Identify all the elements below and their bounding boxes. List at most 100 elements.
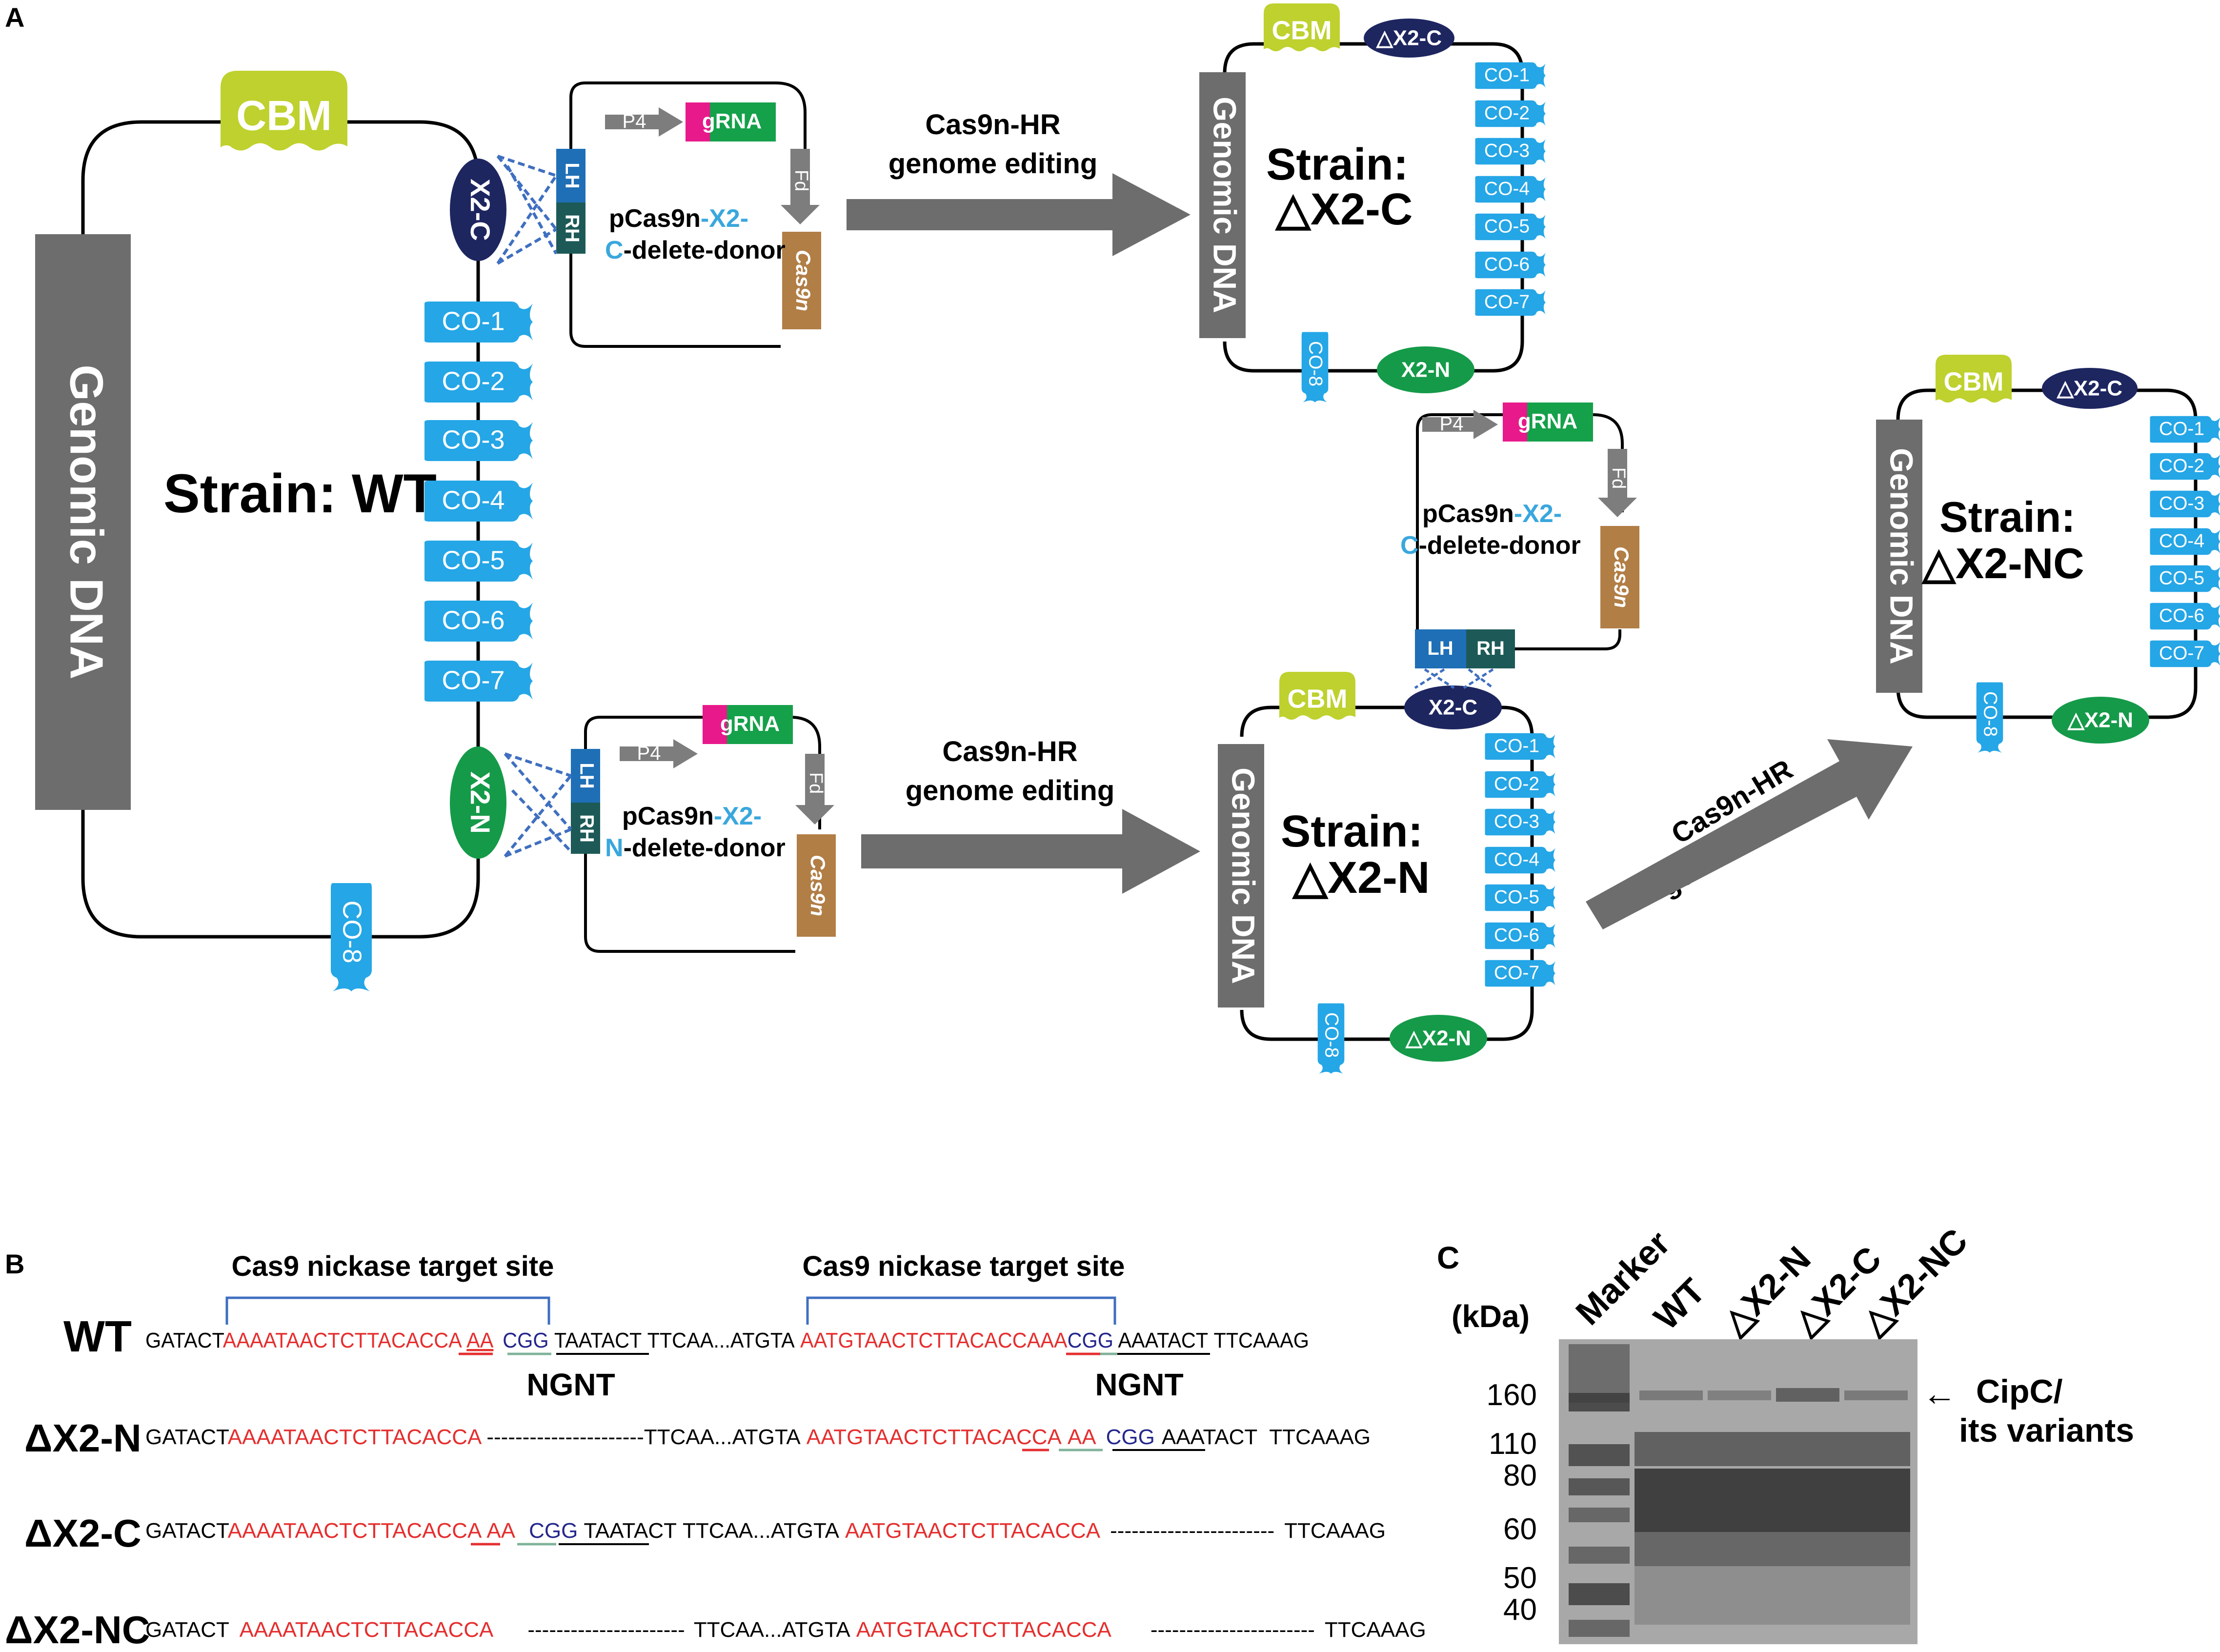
svg-text:50: 50 <box>1503 1561 1537 1595</box>
p4-arrow <box>1422 410 1498 439</box>
svg-text:CO-5: CO-5 <box>1484 216 1530 237</box>
svg-text:N-delete-donor: N-delete-donor <box>605 834 786 862</box>
svg-text:Cas9n: Cas9n <box>807 855 829 916</box>
p4-arrow <box>605 107 683 137</box>
svg-text:CO-6: CO-6 <box>442 605 505 635</box>
co-list: CO-1 CO-2 CO-3 CO-4 CO-5 CO-6 CO-7 CO-8 <box>1317 733 1555 1074</box>
co-8: CO-8 <box>331 883 372 991</box>
svg-text:X2-C: X2-C <box>1429 696 1477 720</box>
svg-text:CO-5: CO-5 <box>2159 568 2204 589</box>
seq-dx2n: GATACTAAAATAACTCTTACACCA----------------… <box>145 1425 1371 1449</box>
svg-text:CO-4: CO-4 <box>2159 531 2204 552</box>
co-4: CO-4 <box>424 481 533 522</box>
svg-text:pCas9n-X2-: pCas9n-X2- <box>1422 500 1562 528</box>
svg-text:△X2-N: △X2-N <box>1405 1027 1471 1050</box>
x2n-domain: X2-N <box>450 746 506 859</box>
svg-text:Genomic DNA: Genomic DNA <box>1207 97 1243 313</box>
rh-box <box>556 202 585 254</box>
crossover-lines <box>1414 668 1494 689</box>
svg-text:Cas9n-HR: Cas9n-HR <box>942 736 1077 767</box>
wt-strain-diagram: Genomic DNA CBM X2-C X2-N CO-1 CO-2 CO-3… <box>35 71 533 991</box>
svg-text:CO-5: CO-5 <box>442 545 505 575</box>
wt-loop <box>81 120 480 939</box>
cbm-domain: CBM <box>1936 355 2012 403</box>
svg-text:RH: RH <box>561 214 583 242</box>
strain-label: Strain: <box>1939 493 2076 541</box>
svg-text:CBM: CBM <box>1288 685 1348 714</box>
fd-arrow <box>781 149 820 224</box>
svg-text:CO-7: CO-7 <box>1484 292 1530 313</box>
marker-lane <box>1569 1344 1630 1637</box>
svg-text:genome editing: genome editing <box>906 775 1115 806</box>
svg-text:LH: LH <box>576 763 597 788</box>
genomic-dna-bar <box>35 234 131 810</box>
dx2c-domain: △X2-C <box>2042 368 2138 409</box>
target-site-1: Cas9 nickase target site <box>225 1250 554 1325</box>
x2c-domain: X2-C <box>1404 685 1502 729</box>
x2c-domain: X2-C <box>450 159 506 261</box>
svg-text:CO-8: CO-8 <box>338 900 367 963</box>
genomic-dna-bar <box>1218 744 1264 1007</box>
fd-arrow <box>795 754 834 825</box>
svg-text:△X2-N: △X2-N <box>2067 708 2133 732</box>
svg-text:80: 80 <box>1503 1459 1537 1492</box>
svg-text:CO-2: CO-2 <box>2159 456 2204 477</box>
x2n-domain: X2-N <box>1377 346 1474 393</box>
plasmid-x2c-donor: LH RH P4 gRNA Fd Cas9n pCas9n-X2- C-dele… <box>496 81 821 348</box>
svg-text:X2-C: X2-C <box>465 179 496 241</box>
strain-wt-label: Strain: WT <box>163 463 437 524</box>
editing-arrow-middle: Cas9n-HR genome editing <box>861 736 1200 894</box>
co-5: CO-5 <box>424 541 533 582</box>
wt-co-list: CO-1 CO-2 CO-3 CO-4 CO-5 CO-6 CO-7 CO-8 <box>331 302 533 991</box>
svg-text:CO-8: CO-8 <box>1979 691 2000 737</box>
row-label-dx2c: ΔX2-C <box>24 1511 141 1555</box>
svg-text:RH: RH <box>576 814 597 843</box>
marker-ticks: 160 110 80 60 50 40 <box>1487 1378 1537 1627</box>
svg-text:←: ← <box>1922 1374 1957 1412</box>
svg-text:Genomic DNA: Genomic DNA <box>1226 767 1262 984</box>
fd-arrow <box>1598 449 1637 517</box>
svg-text:CO-3: CO-3 <box>1494 811 1539 832</box>
svg-text:Cas9n: Cas9n <box>1610 546 1633 608</box>
svg-text:CO-1: CO-1 <box>442 306 505 336</box>
svg-text:CO-4: CO-4 <box>1484 179 1530 200</box>
svg-text:P4: P4 <box>623 111 646 132</box>
svg-text:CO-3: CO-3 <box>1484 141 1530 161</box>
co-list: CO-1 CO-2 CO-3 CO-4 CO-5 CO-6 CO-7 CO-8 <box>1976 416 2220 753</box>
editing-arrow-top: Cas9n-HR genome editing <box>847 109 1191 256</box>
svg-text:CO-6: CO-6 <box>1484 254 1530 275</box>
co-3: CO-3 <box>424 420 533 461</box>
svg-text:CO-6: CO-6 <box>2159 605 2204 626</box>
panel-b-label: B <box>5 1249 24 1279</box>
svg-text:△X2-C: △X2-C <box>1376 26 1442 50</box>
plasmid-x2n-donor: LH RH P4 gRNA Fd Cas9n pCas9n-X2- N-dele… <box>504 705 836 953</box>
svg-text:CO-8: CO-8 <box>1305 341 1326 386</box>
cas9n-box <box>797 834 836 937</box>
cbm-domain: CBM <box>1264 3 1340 52</box>
crossover-lines <box>504 752 572 858</box>
svg-text:X2-N: X2-N <box>1401 358 1450 382</box>
rh-box <box>571 803 600 854</box>
svg-text:Genomic DNA: Genomic DNA <box>1884 448 1920 665</box>
svg-text:CO-1: CO-1 <box>1484 65 1530 86</box>
svg-text:Fd: Fd <box>791 170 811 191</box>
svg-text:P4: P4 <box>637 743 661 764</box>
lh-box <box>1415 629 1466 668</box>
svg-text:RH: RH <box>1476 638 1505 659</box>
co-1: CO-1 <box>424 302 533 342</box>
co-list: CO-1 CO-2 CO-3 CO-4 CO-5 CO-6 CO-7 CO-8 <box>1301 62 1546 403</box>
strain-name: △X2-NC <box>1921 539 2084 587</box>
svg-text:CO-3: CO-3 <box>2159 493 2204 514</box>
genomic-dna-label: Genomic DNA <box>61 364 113 679</box>
svg-text:CO-5: CO-5 <box>1494 887 1539 908</box>
svg-text:CO-1: CO-1 <box>2159 419 2204 440</box>
strain-dx2nc-diagram: Genomic DNA CBM △X2-C CO-1 CO-2 CO-3 CO-… <box>1876 355 2220 753</box>
plasmid-x2n-name: pCas9n-X2- <box>622 802 762 830</box>
svg-text:CO-2: CO-2 <box>1494 774 1539 795</box>
svg-text:P4: P4 <box>1440 413 1464 435</box>
cbm-domain: CBM <box>1279 672 1355 720</box>
svg-text:Fd: Fd <box>806 772 826 794</box>
strain-name: △X2-N <box>1292 853 1430 903</box>
